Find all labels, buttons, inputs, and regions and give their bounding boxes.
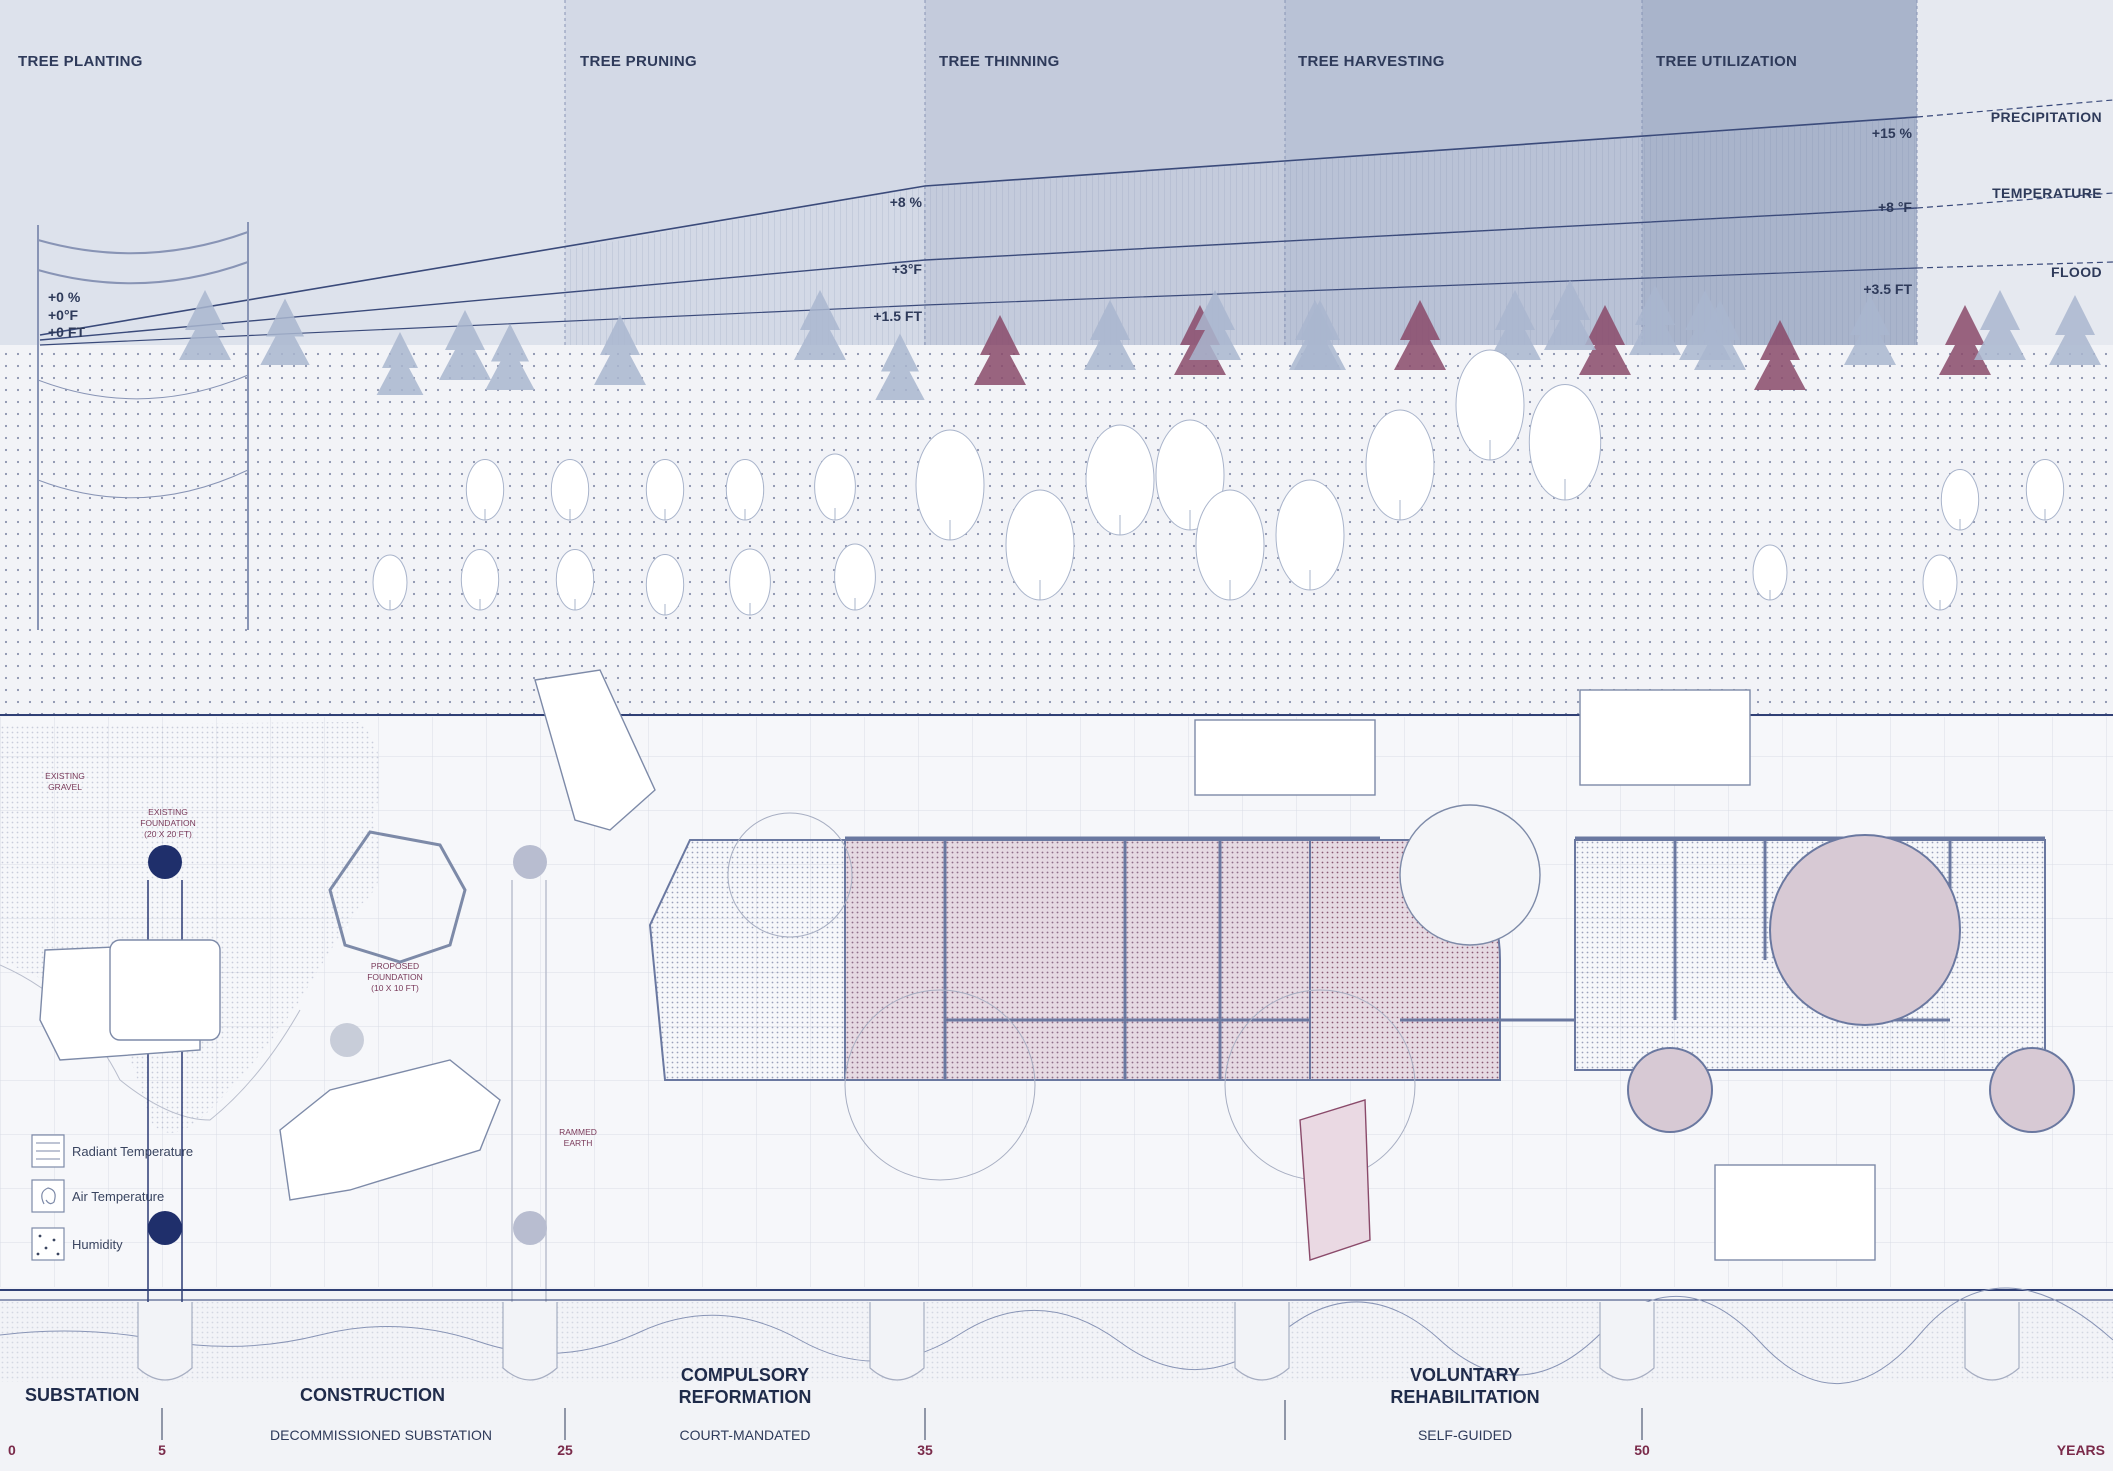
delta-mid-temp: +3°F	[892, 261, 923, 277]
stage-construction: CONSTRUCTION	[300, 1385, 445, 1405]
conifer-tree-icon	[179, 290, 231, 360]
conifer-tree-icon	[2049, 295, 2101, 365]
conifer-tree-icon	[875, 333, 925, 400]
proposed-foundation-outline	[328, 830, 467, 964]
existing-gravel-area	[0, 722, 382, 1133]
conifer-tree-icon	[1544, 280, 1596, 350]
power-pole-icon	[37, 222, 249, 630]
timeline-tick-35: 35	[917, 1442, 933, 1458]
tree-rows	[179, 280, 2101, 861]
timeline-tick-50: 50	[1634, 1442, 1650, 1458]
sub-decommissioned: DECOMMISSIONED SUBSTATION	[270, 1427, 492, 1443]
stage-substation: SUBSTATION	[25, 1385, 139, 1405]
note-existing-gravel-2: GRAVEL	[48, 782, 82, 792]
delta-start-flood: +0 FT	[48, 324, 85, 340]
conifer-tree-icon	[1844, 295, 1896, 365]
phase-label-thinning: TREE THINNING	[939, 53, 1060, 70]
swirl-icon	[31, 1179, 65, 1213]
delta-mid-flood: +1.5 FT	[873, 308, 922, 324]
note-existing-foundation-2: FOUNDATION	[140, 818, 196, 828]
phase-label-harvesting: TREE HARVESTING	[1298, 53, 1445, 70]
timeline-ticks: 0 5 25 35 50	[8, 1442, 1650, 1458]
note-rammed-earth-2: EARTH	[564, 1138, 593, 1148]
phase-label-pruning: TREE PRUNING	[580, 53, 697, 70]
conifer-tree-icon	[439, 310, 491, 380]
metric-temperature: TEMPERATURE	[1992, 185, 2102, 201]
note-proposed-foundation-3: (10 X 10 FT)	[371, 983, 419, 993]
delta-start-precip: +0 %	[48, 289, 81, 305]
delta-end-precip: +15 %	[1872, 125, 1913, 141]
conifer-tree-icon	[1394, 300, 1446, 370]
note-proposed-foundation-1: PROPOSED	[371, 961, 419, 971]
stage-voluntary-2: REHABILITATION	[1390, 1387, 1539, 1407]
note-existing-foundation-1: EXISTING	[148, 807, 188, 817]
conifer-tree-icon	[1629, 285, 1681, 355]
sub-court: COURT-MANDATED	[680, 1427, 811, 1443]
conifer-tree-icon	[1679, 290, 1731, 360]
timeline-tick-0: 0	[8, 1442, 16, 1458]
stage-compulsory-1: COMPULSORY	[681, 1365, 809, 1385]
timeline-tick-25: 25	[557, 1442, 573, 1458]
conifer-tree-icon	[1754, 320, 1806, 390]
conifer-tree-icon	[376, 332, 424, 395]
conifer-tree-icon	[1189, 290, 1241, 360]
note-proposed-foundation-2: FOUNDATION	[367, 972, 423, 982]
metric-flood: FLOOD	[2051, 264, 2102, 280]
conifer-tree-icon	[1289, 300, 1341, 370]
conifer-tree-icon	[1084, 300, 1136, 370]
conifer-tree-icon	[1974, 290, 2026, 360]
ground-section	[0, 1287, 2113, 1385]
delta-mid-precip: +8 %	[890, 194, 923, 210]
climate-curves	[39, 99, 2113, 346]
phase-label-planting: TREE PLANTING	[18, 53, 143, 70]
timeline-tick-5: 5	[158, 1442, 166, 1458]
machinery	[39, 669, 1876, 1261]
conifer-tree-icon	[1489, 290, 1541, 360]
conifer-tree-icon	[260, 298, 310, 365]
delta-end-flood: +3.5 FT	[1863, 281, 1912, 297]
delta-end-temp: +8 °F	[1878, 199, 1912, 215]
conifer-tree-icon	[485, 323, 535, 390]
dots-icon	[31, 1227, 65, 1261]
metric-precipitation: PRECIPITATION	[1991, 109, 2102, 125]
note-existing-gravel-1: EXISTING	[45, 771, 85, 781]
timeline-dividers	[161, 1400, 1643, 1440]
legend-humidity: Humidity	[72, 1237, 123, 1252]
legend: Radiant Temperature Air Temperature Humi…	[31, 1134, 193, 1261]
timeline-unit: YEARS	[2057, 1442, 2105, 1458]
conifer-tree-icon	[974, 315, 1026, 385]
conifer-tree-icon	[594, 315, 646, 385]
legend-radiant: Radiant Temperature	[72, 1144, 193, 1159]
sub-self: SELF-GUIDED	[1418, 1427, 1512, 1443]
stage-voluntary-1: VOLUNTARY	[1410, 1365, 1520, 1385]
phase-label-utilization: TREE UTILIZATION	[1656, 53, 1797, 70]
foundation-markers	[147, 845, 547, 1365]
note-rammed-earth-1: RAMMED	[559, 1127, 597, 1137]
note-existing-foundation-3: (20 X 20 FT)	[144, 829, 192, 839]
greenhouse-structure	[648, 804, 2075, 1261]
conifer-tree-icon	[1579, 305, 1631, 375]
delta-start-temp: +0°F	[48, 307, 79, 323]
legend-air: Air Temperature	[72, 1189, 164, 1204]
stage-compulsory-2: REFORMATION	[679, 1387, 812, 1407]
conifer-tree-icon	[794, 290, 846, 360]
